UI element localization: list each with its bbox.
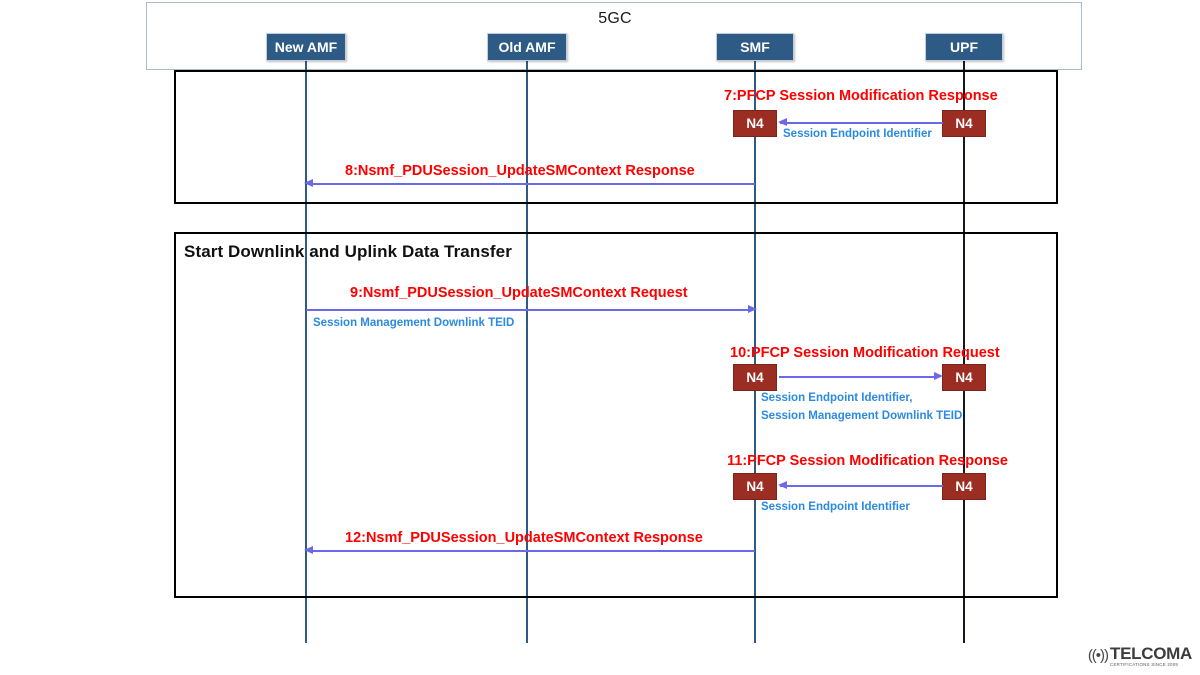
msg-7-n4-box-smf-side: N4 [733, 110, 777, 137]
msg-10-title: 10:PFCP Session Modification Request [730, 345, 1000, 361]
msg-8-arrow-head [304, 179, 313, 187]
msg-11-n4-label-right: N4 [955, 479, 973, 494]
fragment-frame-upper [174, 70, 1058, 204]
msg-8-title: 8:Nsmf_PDUSession_UpdateSMContext Respon… [345, 163, 695, 179]
actor-box-smf[interactable]: SMF [716, 33, 794, 61]
logo-brand-name: TELCOMA [1110, 643, 1192, 663]
msg-11-arrow-line [780, 485, 943, 487]
msg-11-n4-label-left: N4 [746, 479, 764, 494]
fragment-frame-lower [174, 232, 1058, 598]
lifeline-smf [754, 61, 756, 643]
actor-box-old-amf[interactable]: Old AMF [487, 33, 567, 61]
msg-10-arrow-line [779, 376, 936, 378]
msg-11-n4-box-upf-side: N4 [942, 473, 986, 500]
signal-wave-icon: ((•)) [1087, 647, 1109, 665]
msg-10-n4-box-smf-side: N4 [733, 364, 777, 391]
lifeline-new-amf [305, 61, 307, 643]
msg-7-arrow-head [778, 118, 787, 126]
fragment-label-lower: Start Downlink and Uplink Data Transfer [184, 242, 512, 261]
msg-12-arrow-line [308, 550, 755, 552]
telcoma-logo: ((•)) TELCOMA CERTIFICATIONS SINCE 2009 [1088, 645, 1192, 667]
msg-7-n4-box-upf-side: N4 [942, 110, 986, 137]
msg-10-n4-label-left: N4 [746, 370, 764, 385]
actor-label-new-amf: New AMF [274, 39, 338, 55]
lifeline-upf [963, 61, 965, 643]
msg-12-arrow-head [304, 546, 313, 554]
msg-11-n4-box-smf-side: N4 [733, 473, 777, 500]
msg-9-title: 9:Nsmf_PDUSession_UpdateSMContext Reques… [350, 285, 688, 301]
msg-7-arrow-line [780, 122, 943, 124]
msg-7-n4-label-right: N4 [955, 116, 973, 131]
msg-9-parameter-label: Session Management Downlink TEID [313, 317, 515, 329]
actor-label-old-amf: Old AMF [498, 39, 556, 55]
actor-box-upf[interactable]: UPF [925, 33, 1003, 61]
logo-tagline: CERTIFICATIONS SINCE 2009 [1110, 661, 1179, 667]
actor-box-new-amf[interactable]: New AMF [266, 33, 346, 61]
msg-7-parameter-label: Session Endpoint Identifier [783, 128, 932, 140]
msg-10-arrow-head [934, 372, 943, 380]
msg-7-n4-label-left: N4 [746, 116, 764, 131]
msg-12-title: 12:Nsmf_PDUSession_UpdateSMContext Respo… [345, 530, 703, 546]
msg-9-arrow-line [306, 309, 749, 311]
system-group-title: 5GC [598, 10, 632, 27]
msg-11-title: 11:PFCP Session Modification Response [727, 453, 1008, 469]
msg-10-n4-label-right: N4 [955, 370, 973, 385]
msg-10-n4-box-upf-side: N4 [942, 364, 986, 391]
msg-10-parameter-label-line1: Session Endpoint Identifier, [761, 392, 913, 404]
actor-label-upf: UPF [950, 39, 978, 55]
msg-10-parameter-label-line2: Session Management Downlink TEID [761, 410, 963, 422]
actor-label-smf: SMF [740, 39, 770, 55]
msg-9-arrow-head [748, 305, 757, 313]
msg-7-title: 7:PFCP Session Modification Response [724, 88, 998, 104]
msg-8-arrow-line [308, 183, 755, 185]
lifeline-old-amf [526, 61, 528, 643]
msg-11-arrow-head [778, 481, 787, 489]
msg-11-parameter-label: Session Endpoint Identifier [761, 501, 910, 513]
